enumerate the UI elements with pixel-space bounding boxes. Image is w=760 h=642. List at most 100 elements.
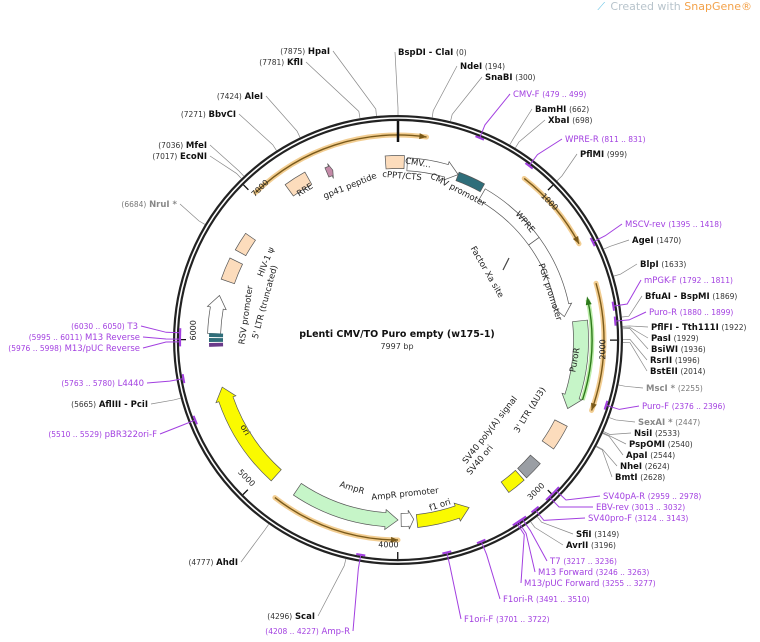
label-name: MfeI: [186, 141, 207, 151]
primer-label-m13-puc-reverse[interactable]: (5976 .. 5998) M13/pUC Reverse: [8, 344, 140, 354]
site-label-avrii[interactable]: AvrII (3196): [566, 541, 616, 551]
site-label-pspomi[interactable]: PspOMI (2540): [629, 440, 693, 450]
label-position: (479 .. 499): [542, 90, 586, 99]
site-label-hpai[interactable]: (7875) HpaI: [280, 47, 330, 57]
primer-label-cmv-f[interactable]: CMV-F (479 .. 499): [513, 90, 586, 100]
site-leader-line: [333, 51, 376, 116]
label-name: BstEII: [650, 367, 678, 377]
label-name: EBV-rev: [596, 503, 629, 513]
primer-label-l4440[interactable]: (5763 .. 5780) L4440: [61, 379, 144, 389]
label-position: (7781): [259, 58, 284, 67]
primer-label-sv40pro-f[interactable]: SV40pro-F (3124 .. 3143): [588, 514, 688, 524]
primer-label-puro-r[interactable]: Puro-R (1880 .. 1899): [649, 308, 733, 318]
label-name: SV40pro-F: [588, 514, 632, 524]
site-label-nhei[interactable]: NheI (2624): [620, 462, 670, 472]
label-position: (2533): [655, 429, 680, 438]
label-name: KflI: [287, 58, 303, 68]
label-name: PasI: [651, 334, 671, 344]
primer-label-f1ori-f[interactable]: F1ori-F (3701 .. 3722): [464, 615, 550, 625]
label-name: BspDI - ClaI: [398, 48, 453, 58]
site-label-sexai[interactable]: SexAI * (2447): [638, 418, 700, 428]
primer-label-m13-forward[interactable]: M13 Forward (3246 .. 3263): [538, 568, 649, 578]
site-leader-line: [306, 62, 360, 118]
site-leader-line: [623, 343, 647, 371]
site-label-econi[interactable]: (7017) EcoNI: [152, 152, 207, 162]
tick-label: 6000: [189, 320, 198, 340]
feature-factor-xa-site: [503, 258, 509, 270]
site-label-xbai[interactable]: XbaI (698): [548, 116, 592, 126]
primer-label-ebv-rev[interactable]: EBV-rev (3013 .. 3032): [596, 503, 685, 513]
primer-label-mpgk-f[interactable]: mPGK-F (1792 .. 1811): [644, 276, 733, 286]
site-label-pasi[interactable]: PasI (1929): [651, 334, 699, 344]
site-label-alei[interactable]: (7424) AleI: [217, 92, 263, 102]
site-label-rsrii[interactable]: RsrII (1996): [650, 356, 700, 366]
feature-3-ltr-u3: [542, 420, 567, 449]
primer-label-pbr322ori-f[interactable]: (5510 .. 5529) pBR322ori-F: [48, 430, 157, 440]
label-name: RsrII: [650, 356, 672, 366]
label-position: (2959 .. 2978): [648, 492, 702, 501]
feature-ampr-promoter: [401, 510, 414, 529]
label-position: (1880 .. 1899): [680, 308, 734, 317]
snapgene-watermark: ⟋Created with SnapGene®: [597, 0, 752, 13]
site-label-bspdi-clai[interactable]: BspDI - ClaI (0): [398, 48, 467, 58]
primer-label-f1ori-r[interactable]: F1ori-R (3491 .. 3510): [503, 595, 590, 605]
primer-label-t3[interactable]: (6030 .. 6050) T3: [71, 322, 138, 332]
primer-label-mscv-rev[interactable]: MSCV-rev (1395 .. 1418): [625, 220, 722, 230]
site-label-bsiwi[interactable]: BsiWI (1936): [651, 345, 706, 355]
site-leader-line: [557, 154, 577, 181]
site-label-snabi[interactable]: SnaBI (300): [485, 73, 536, 83]
site-label-apai[interactable]: ApaI (2544): [626, 451, 675, 461]
site-label-scai[interactable]: (4296) ScaI: [267, 612, 315, 622]
label-position: (811 .. 831): [601, 135, 645, 144]
primer-label-t7[interactable]: T7 (3217 .. 3236): [549, 557, 617, 567]
site-label-pflmi[interactable]: PflMI (999): [580, 150, 627, 160]
tick-mark: [548, 185, 553, 190]
primer-label-puro-f[interactable]: Puro-F (2376 .. 2396): [642, 402, 725, 412]
site-label-msci[interactable]: MscI * (2255): [646, 384, 703, 394]
label-position: (2540): [668, 440, 693, 449]
site-leader-line: [604, 240, 629, 249]
feature-hiv-1: [235, 233, 255, 255]
site-label-kfli[interactable]: (7781) KflI: [259, 58, 303, 68]
orf-arrowhead: [586, 296, 592, 305]
label-position: (3701 .. 3722): [496, 615, 550, 624]
site-label-mfei[interactable]: (7036) MfeI: [158, 141, 207, 151]
site-label-ndei[interactable]: NdeI (194): [460, 62, 505, 72]
label-position: (1395 .. 1418): [668, 220, 722, 229]
primer-label-amp-r[interactable]: (4208 .. 4227) Amp-R: [265, 627, 350, 637]
label-position: (7036): [158, 141, 183, 150]
site-label-pflfi-tth111i[interactable]: PflFI - Tth111I (1922): [651, 323, 746, 333]
site-label-bamhi[interactable]: BamHI (662): [535, 105, 589, 115]
site-label-bfuai-bspmi[interactable]: BfuAI - BspMI (1869): [645, 292, 737, 302]
site-label-nsii[interactable]: NsiI (2533): [634, 429, 680, 439]
label-name: SnaBI: [485, 73, 513, 83]
label-name: Amp-R: [322, 627, 351, 637]
label-position: (1869): [712, 292, 737, 301]
label-position: (1936): [681, 345, 706, 354]
primer-label-m13-puc-forward[interactable]: M13/pUC Forward (3255 .. 3277): [524, 579, 656, 589]
tick-label: 5000: [236, 468, 257, 489]
label-name: BamHI: [535, 105, 566, 115]
label-name: pBR322ori-F: [105, 430, 157, 440]
label-position: (5976 .. 5998): [8, 344, 62, 353]
label-position: (999): [607, 150, 627, 159]
primer-label-sv40pa-r[interactable]: SV40pA-R (2959 .. 2978): [603, 492, 701, 502]
site-label-bbvci[interactable]: (7271) BbvCI: [181, 110, 236, 120]
label-position: (6684): [121, 200, 146, 209]
site-label-nrui[interactable]: (6684) NruI *: [121, 200, 177, 210]
site-label-blpi[interactable]: BlpI (1633): [640, 260, 686, 270]
label-name: AflIII - PciI: [99, 400, 148, 410]
label-name: M13 Reverse: [85, 333, 140, 343]
site-label-sfii[interactable]: SfiI (3149): [576, 530, 619, 540]
site-leader-line: [603, 433, 623, 455]
site-label-ahdi[interactable]: (4777) AhdI: [188, 558, 238, 568]
primer-label-wpre-r[interactable]: WPRE-R (811 .. 831): [565, 135, 646, 145]
site-label-bmti[interactable]: BmtI (2628): [615, 473, 665, 483]
site-label-agei[interactable]: AgeI (1470): [632, 236, 681, 246]
site-label-bsteii[interactable]: BstEII (2014): [650, 367, 705, 377]
site-label-afliii-pcii[interactable]: (5665) AflIII - PciI: [71, 400, 148, 410]
label-name: NsiI: [634, 429, 652, 439]
label-position: (2628): [640, 473, 665, 482]
plasmid-length: 7997 bp: [380, 342, 413, 351]
primer-label-m13-reverse[interactable]: (5995 .. 6011) M13 Reverse: [29, 333, 140, 343]
